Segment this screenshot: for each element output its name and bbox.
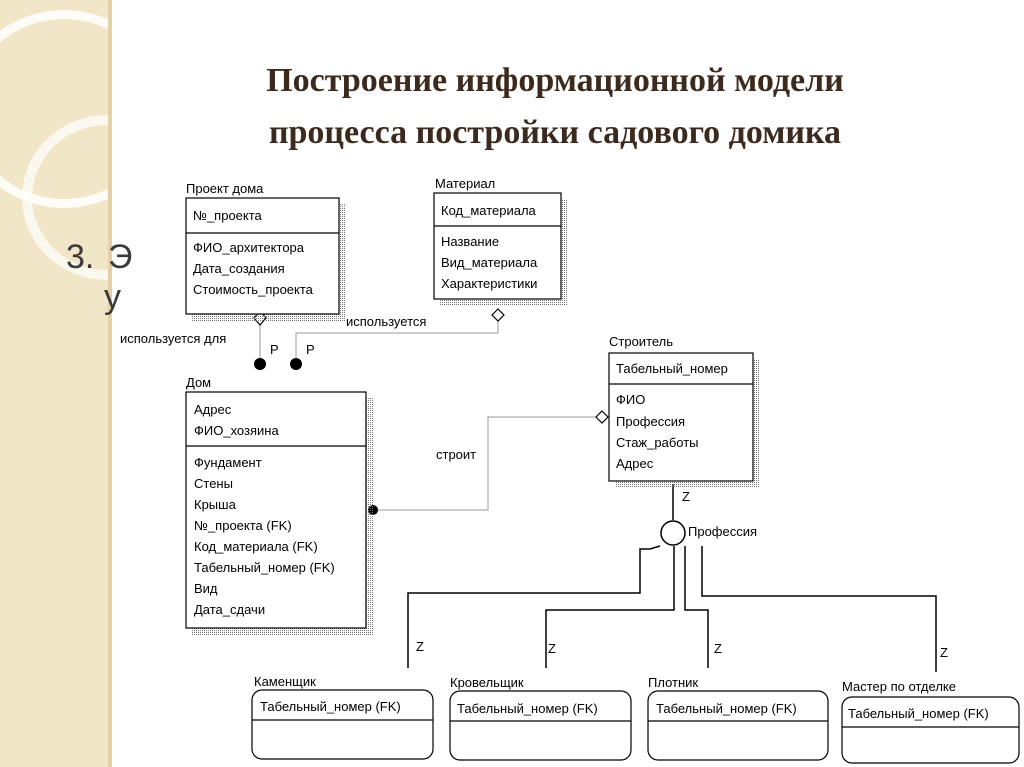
entity-name: Кровельщик [450,675,524,690]
cardinality-label: Z [714,641,722,656]
entity-attribute: ФИО_архитектора [193,240,305,255]
entity-key-attribute: Табельный_номер (FK) [656,701,797,716]
entity-name: Строитель [609,334,673,349]
entity-attribute: Профессия [616,414,685,429]
relationship-label: используется для [120,331,226,346]
entity-attribute: Адрес [616,456,654,471]
crow-dot-icon [254,358,266,370]
entity-key-attribute: Табельный_номер (FK) [457,701,598,716]
entity-attribute: №_проекта (FK) [194,518,292,533]
entity-attribute: Крыша [194,497,237,512]
cardinality-label: Z [548,641,556,656]
entity-attribute: Характеристики [441,276,537,291]
entity-key-attribute: Табельный_номер (FK) [848,706,989,721]
entity-key-attribute: Адрес [194,402,232,417]
entity-key-attribute: №_проекта [193,208,263,223]
entity-house: Дом Адрес ФИО_хозяина Фундамент Стены Кр… [185,375,373,635]
entity-key-attribute: Табельный_номер [616,361,728,376]
line-to-finisher [701,546,937,672]
sidebar-edge [108,0,112,767]
line-builder-house [373,416,601,511]
cardinality-label: Z [682,489,690,504]
entity-finisher: Мастер по отделке Табельный_номер (FK) [841,679,1020,764]
entity-builder: Строитель Табельный_номер ФИО Профессия … [608,334,760,488]
diamond-marker-icon [491,308,505,322]
title-line-2: процесса постройки садового домика [268,114,842,151]
line-to-roofer [545,546,675,668]
entity-attribute: Код_материала (FK) [194,539,318,554]
decorative-sidebar [0,0,112,767]
crow-dot-icon [290,358,302,370]
title-line-1: Построение информационной модели [266,62,844,99]
cardinality-label: P [306,342,315,357]
entity-attribute: Фундамент [194,455,262,470]
cardinality-label: Z [416,639,424,654]
background-text-fragment: Э [108,238,133,276]
entity-mason: Каменщик Табельный_номер (FK) [251,674,434,760]
entity-attribute: ФИО [616,392,645,407]
entity-name: Мастер по отделке [842,679,956,694]
entity-carpenter: Плотник Табельный_номер (FK) [647,675,829,761]
entity-name: Дом [186,375,211,390]
cardinality-label: P [270,342,279,357]
entity-attribute: Вид_материала [441,255,538,270]
entity-roofer: Кровельщик Табельный_номер (FK) [449,675,632,761]
entity-attribute: Дата_создания [193,261,285,276]
entity-name: Материал [435,176,495,191]
relationship-label: используется [346,314,426,329]
entity-attribute: Название [441,234,499,249]
entity-attribute: Стены [194,476,233,491]
entity-key-attribute: Код_материала [441,203,537,218]
line-to-carpenter [684,546,709,668]
entity-attribute: Стаж_работы [616,435,699,450]
background-text-fragment: у [104,278,121,316]
entity-attribute: Вид [194,581,218,596]
entity-attribute: Табельный_номер (FK) [194,560,335,575]
discriminator-circle-icon [660,520,686,546]
cardinality-label: Z [940,645,948,660]
entity-name: Каменщик [254,674,316,689]
diamond-marker-icon [595,410,609,424]
slide-title: Построение информационной модели процесс… [160,55,950,159]
subtype-lines [407,484,937,672]
entity-project: Проект дома №_проекта ФИО_архитектора Да… [185,181,346,322]
entity-attribute: Дата_сдачи [194,602,265,617]
discriminator-label: Профессия [688,524,757,539]
line-to-mason [407,545,661,668]
entity-attribute: Стоимость_проекта [193,282,314,297]
line-material-house [295,315,499,360]
entity-name: Проект дома [186,181,264,196]
entity-key-attribute: Табельный_номер (FK) [260,699,401,714]
background-list-number: 3. [66,238,95,276]
entity-material: Материал Код_материала Название Вид_мате… [433,176,568,306]
entity-key-attribute: ФИО_хозяина [194,423,279,438]
entity-name: Плотник [648,675,698,690]
relationship-label: строит [436,447,476,462]
